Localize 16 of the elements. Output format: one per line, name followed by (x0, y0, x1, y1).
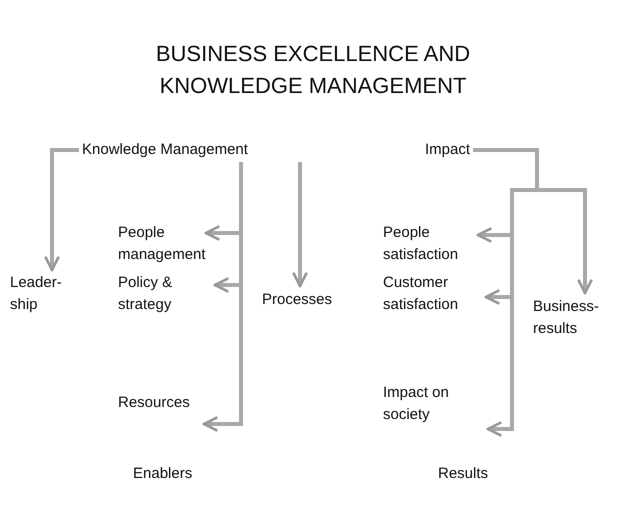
node-label: People satisfaction (383, 223, 460, 265)
node-label: Business- results (533, 297, 600, 339)
section-label: Enablers (133, 465, 192, 482)
arrow (292, 162, 308, 288)
node-label: People management (118, 223, 207, 265)
section-label: Results (438, 465, 488, 482)
node-label: Processes (262, 290, 332, 310)
node-label: Customer satisfaction (383, 273, 460, 315)
node-label: Policy & strategy (118, 273, 174, 315)
node-label: Impact (425, 140, 470, 160)
node-label: Leader- ship (10, 273, 63, 315)
arrow (44, 148, 79, 272)
node-label: Knowledge Management (82, 140, 248, 160)
node-label: Resources (118, 393, 190, 413)
node-label: Impact on society (383, 383, 450, 425)
diagram-title: BUSINESS EXCELLENCE AND KNOWLEDGE MANAGEMENT (154, 40, 472, 100)
